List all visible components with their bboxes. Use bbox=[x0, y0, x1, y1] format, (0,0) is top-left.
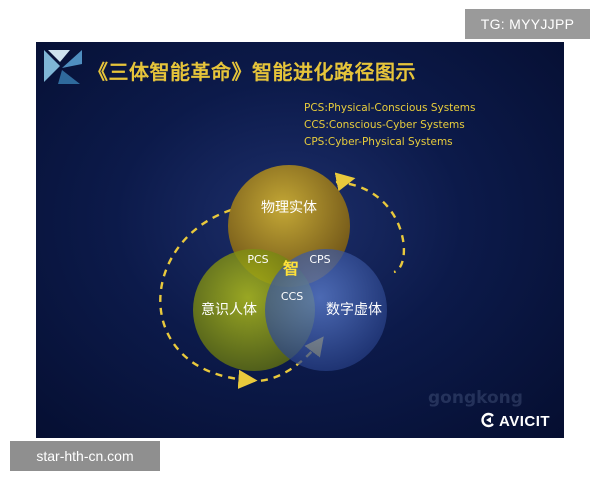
label-digital-virtual: 数字虚体 bbox=[326, 302, 382, 318]
label-cps: CPS bbox=[309, 253, 330, 266]
cycle-arrow-bottom bbox=[247, 336, 324, 383]
legend-item-ccs: CCS:Conscious-Cyber Systems bbox=[304, 119, 465, 131]
label-physical-entity: 物理实体 bbox=[261, 200, 317, 216]
company-logo-icon bbox=[44, 50, 82, 84]
slide: 《三体智能革命》智能进化路径图示 PCS:Physical-Conscious … bbox=[36, 42, 564, 438]
label-ccs: CCS bbox=[281, 290, 303, 303]
slide-title: 《三体智能革命》智能进化路径图示 bbox=[88, 60, 416, 84]
cycle-arrow-left bbox=[159, 208, 258, 389]
tg-badge: TG: MYYJJPP bbox=[465, 9, 590, 39]
brand-mark: AVICIT bbox=[480, 412, 550, 430]
label-center-intelligence: 智 bbox=[283, 259, 299, 278]
source-badge: star-hth-cn.com bbox=[10, 441, 160, 471]
legend-item-pcs: PCS:Physical-Conscious Systems bbox=[304, 102, 476, 114]
legend-item-cps: CPS:Cyber-Physical Systems bbox=[304, 136, 453, 148]
label-conscious-body: 意识人体 bbox=[201, 301, 257, 318]
watermark: gongkong bbox=[428, 388, 523, 408]
avicit-logo-icon bbox=[481, 412, 494, 428]
cycle-arrow-right-return bbox=[334, 172, 356, 192]
venn-diagram: 物理实体 意识人体 数字虚体 PCS CPS CCS 智 bbox=[159, 165, 406, 389]
acronym-legend: PCS:Physical-Conscious Systems CCS:Consc… bbox=[304, 100, 475, 151]
brand-name: AVICIT bbox=[499, 413, 551, 430]
cycle-arrow-right bbox=[335, 180, 406, 274]
venn-circle-cyber bbox=[265, 249, 387, 371]
label-pcs: PCS bbox=[247, 253, 268, 266]
